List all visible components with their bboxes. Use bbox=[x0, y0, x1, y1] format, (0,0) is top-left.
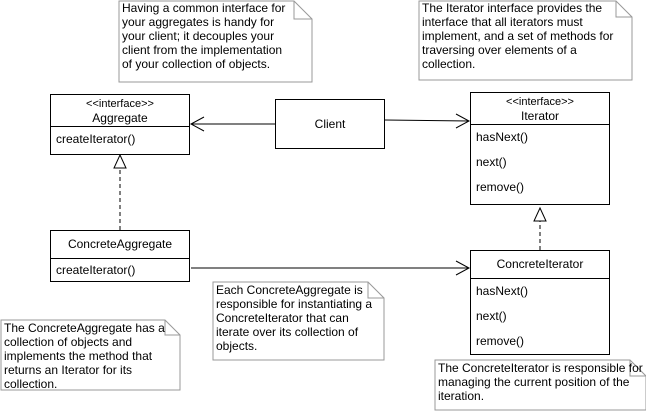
note-shape-each-concrete-aggregate bbox=[212, 281, 385, 361]
iterator-op-has-next: hasNext() bbox=[476, 130, 529, 144]
note-fold-concrete-aggregate bbox=[164, 320, 180, 336]
client-name: Client bbox=[314, 117, 346, 131]
note-each-concrete-aggregate: Each ConcreteAggregate is responsible fo… bbox=[214, 283, 378, 353]
iterator-operations: hasNext() next() remove() bbox=[471, 125, 609, 200]
concrete-iterator-name: ConcreteIterator bbox=[496, 257, 584, 271]
concrete-iterator-op-next: next() bbox=[476, 309, 507, 323]
iterator-stereotype: <<interface>> bbox=[506, 96, 574, 108]
concrete-iterator-op-remove: remove() bbox=[476, 334, 525, 348]
note-concrete-iterator: The ConcreteIterator is responsible for … bbox=[436, 361, 646, 403]
concrete-iterator-class[interactable]: ConcreteIterator hasNext() next() remove… bbox=[470, 250, 610, 355]
note-iterator: The Iterator interface provides the inte… bbox=[420, 1, 618, 71]
concrete-iterator-operations: hasNext() next() remove() bbox=[471, 279, 609, 354]
iterator-name: Iterator bbox=[520, 109, 559, 123]
iterator-op-next: next() bbox=[476, 155, 507, 169]
client-to-iterator-line bbox=[384, 119, 470, 122]
iterator-class-header: <<interface>> Iterator bbox=[471, 93, 609, 125]
client-to-aggregate-arrowhead bbox=[189, 116, 205, 132]
note-aggregate: Having a common interface for your aggre… bbox=[120, 1, 296, 71]
note-concrete-aggregate-text: The ConcreteAggregate has a collection o… bbox=[4, 321, 165, 391]
note-fold-aggregate bbox=[293, 1, 312, 20]
aggregate-name: Aggregate bbox=[92, 111, 148, 125]
note-fold-each-concrete-aggregate bbox=[367, 282, 384, 299]
aggregate-op-create-iterator: createIterator() bbox=[56, 132, 136, 146]
concrete-iterator-realization-arrowhead bbox=[533, 206, 547, 222]
concrete-aggregate-operations: createIterator() bbox=[51, 259, 189, 282]
note-shape-concrete-iterator bbox=[434, 359, 646, 411]
concrete-aggregate-class-header: ConcreteAggregate bbox=[51, 231, 189, 259]
note-fold-iterator bbox=[615, 1, 632, 18]
iterator-op-remove: remove() bbox=[476, 180, 525, 194]
aggregate-class[interactable]: <<interface>> Aggregate createIterator() bbox=[50, 94, 190, 155]
aggregate-stereotype: <<interface>> bbox=[86, 98, 154, 110]
aggregate-operations: createIterator() bbox=[51, 127, 189, 152]
client-to-iterator-arrowhead bbox=[455, 113, 471, 129]
note-iterator-text: The Iterator interface provides the inte… bbox=[422, 1, 614, 71]
concrete-aggregate-class[interactable]: ConcreteAggregate createIterator() bbox=[50, 230, 190, 282]
note-shape-concrete-aggregate bbox=[0, 319, 181, 391]
note-aggregate-text: Having a common interface for your aggre… bbox=[122, 1, 286, 71]
concrete-aggregate-to-concrete-iterator-arrowhead bbox=[455, 260, 471, 276]
aggregate-class-header: <<interface>> Aggregate bbox=[51, 95, 189, 127]
note-shape-iterator bbox=[418, 0, 633, 81]
note-fold-concrete-iterator bbox=[629, 360, 646, 377]
concrete-iterator-op-has-next: hasNext() bbox=[476, 284, 529, 298]
concrete-aggregate-op-create-iterator: createIterator() bbox=[56, 263, 136, 277]
concrete-aggregate-realization-arrowhead bbox=[113, 153, 127, 169]
note-shape-aggregate bbox=[118, 0, 313, 83]
concrete-aggregate-name: ConcreteAggregate bbox=[67, 237, 173, 251]
concrete-iterator-class-header: ConcreteIterator bbox=[471, 251, 609, 279]
note-concrete-iterator-text: The ConcreteIterator is responsible for … bbox=[438, 361, 643, 403]
note-concrete-aggregate: The ConcreteAggregate has a collection o… bbox=[2, 321, 168, 391]
note-each-concrete-aggregate-text: Each ConcreteAggregate is responsible fo… bbox=[216, 283, 373, 353]
client-box[interactable]: Client bbox=[275, 99, 385, 149]
iterator-class[interactable]: <<interface>> Iterator hasNext() next() … bbox=[470, 92, 610, 205]
